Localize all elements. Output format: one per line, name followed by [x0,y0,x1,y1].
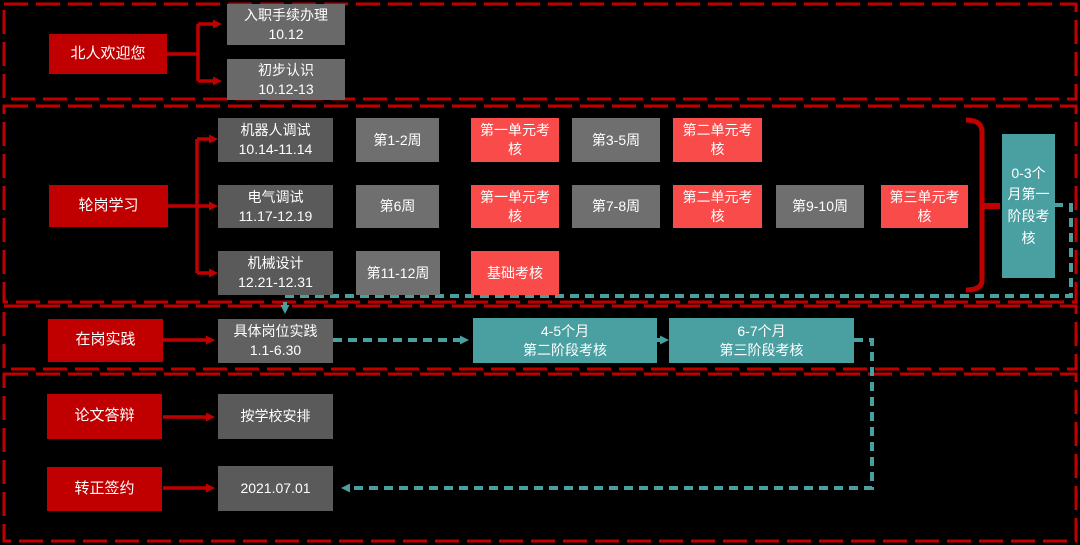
onboarding-procedures-box: 入职手续办理 10.12 [227,4,345,45]
exam-box: 第一单元考核 [471,118,559,162]
stage1-assessment-box: 0-3个月第一阶段考核 [1002,134,1055,278]
exam-label: 第一单元考核 [480,188,550,224]
exam-box: 第二单元考核 [673,118,762,162]
teal-flow-lines [280,203,1073,493]
exam-label: 基础考核 [487,264,543,281]
onboarding-procedures-label: 入职手续办理 [244,6,328,23]
contract-date-box: 2021.07.01 [218,466,333,511]
thesis-title-box: 论文答辩 [47,394,162,439]
welcome-title-box: 北人欢迎您 [49,34,167,74]
contract-title-box: 转正签约 [47,467,162,511]
red-arrows [163,19,222,493]
section-welcome-border [2,2,1078,101]
week-label: 第6周 [379,198,416,215]
welcome-title: 北人欢迎您 [70,44,146,62]
specific-post-practice-label: 具体岗位实践 [233,323,318,340]
week-label: 第11-12周 [366,264,430,281]
mechanical-design-box: 机械设计 12.21-12.31 [218,251,333,295]
section-final-border [2,372,1078,543]
exam-box: 基础考核 [471,251,559,295]
robot-debugging-label: 机器人调试 [240,122,311,139]
week-label: 第9-10周 [791,198,849,215]
week-box: 第1-2周 [356,118,439,162]
stage3-to-contract-line [341,338,874,493]
first-acquaintance-date: 10.12-13 [258,80,314,97]
specific-post-practice-box: 具体岗位实践 1.1-6.30 [218,319,333,363]
rotation-title-box: 轮岗学习 [49,185,168,227]
contract-date-label: 2021.07.01 [240,480,311,497]
week-label: 第7-8周 [591,198,641,215]
week-box: 第11-12周 [356,251,440,295]
robot-debugging-date: 10.14-11.14 [238,141,313,157]
thesis-schedule-box: 按学校安排 [218,394,333,439]
week-box: 第3-5周 [572,118,660,162]
section-rotation-border [2,104,1078,304]
first-acquaintance-box: 初步认识 10.12-13 [227,59,345,100]
robot-debugging-box: 机器人调试 10.14-11.14 [218,118,333,162]
exam-label: 第一单元考核 [480,122,550,157]
week-box: 第7-8周 [572,185,660,228]
electrical-debugging-date: 11.17-12.19 [238,207,313,224]
thesis-schedule-label: 按学校安排 [240,408,311,425]
section-practice-border [2,304,1078,371]
week-box: 第6周 [356,185,439,228]
week-box: 第9-10周 [776,185,864,228]
exam-box: 第二单元考核 [673,185,762,228]
stage2-period: 4-5个月 [540,322,590,339]
onboarding-procedures-date: 10.12 [268,25,304,42]
stage3-label: 第三阶段考核 [719,341,804,358]
practice-title-box: 在岗实践 [48,319,163,362]
week-label: 第1-2周 [373,131,422,148]
electrical-debugging-box: 电气调试 11.17-12.19 [218,185,333,228]
stage3-period: 6-7个月 [737,322,786,339]
contract-title: 转正签约 [74,479,135,497]
stage2-assessment-box: 4-5个月 第二阶段考核 [473,318,657,363]
practice-title: 在岗实践 [75,331,136,349]
stage1-assessment-label: 0-3个月第一阶段考核 [1007,164,1050,246]
stage1-to-practice-line [280,203,1073,314]
exam-label: 第二单元考核 [682,188,753,224]
first-acquaintance-label: 初步认识 [258,61,314,78]
exam-label: 第二单元考核 [682,122,753,157]
exam-box: 第三单元考核 [881,185,968,228]
thesis-title: 论文答辩 [74,407,135,425]
electrical-debugging-label: 电气调试 [247,188,304,205]
exam-label: 第三单元考核 [889,188,960,224]
week-label: 第3-5周 [591,131,641,148]
exam-box: 第一单元考核 [471,185,559,228]
mechanical-design-label: 机械设计 [247,255,304,272]
specific-post-practice-date: 1.1-6.30 [249,342,302,358]
stage3-assessment-box: 6-7个月 第三阶段考核 [669,318,854,363]
stage2-label: 第二阶段考核 [523,341,607,358]
rotation-bracket [965,117,1000,293]
mechanical-design-date: 12.21-12.31 [238,274,313,290]
rotation-title: 轮岗学习 [78,196,139,214]
